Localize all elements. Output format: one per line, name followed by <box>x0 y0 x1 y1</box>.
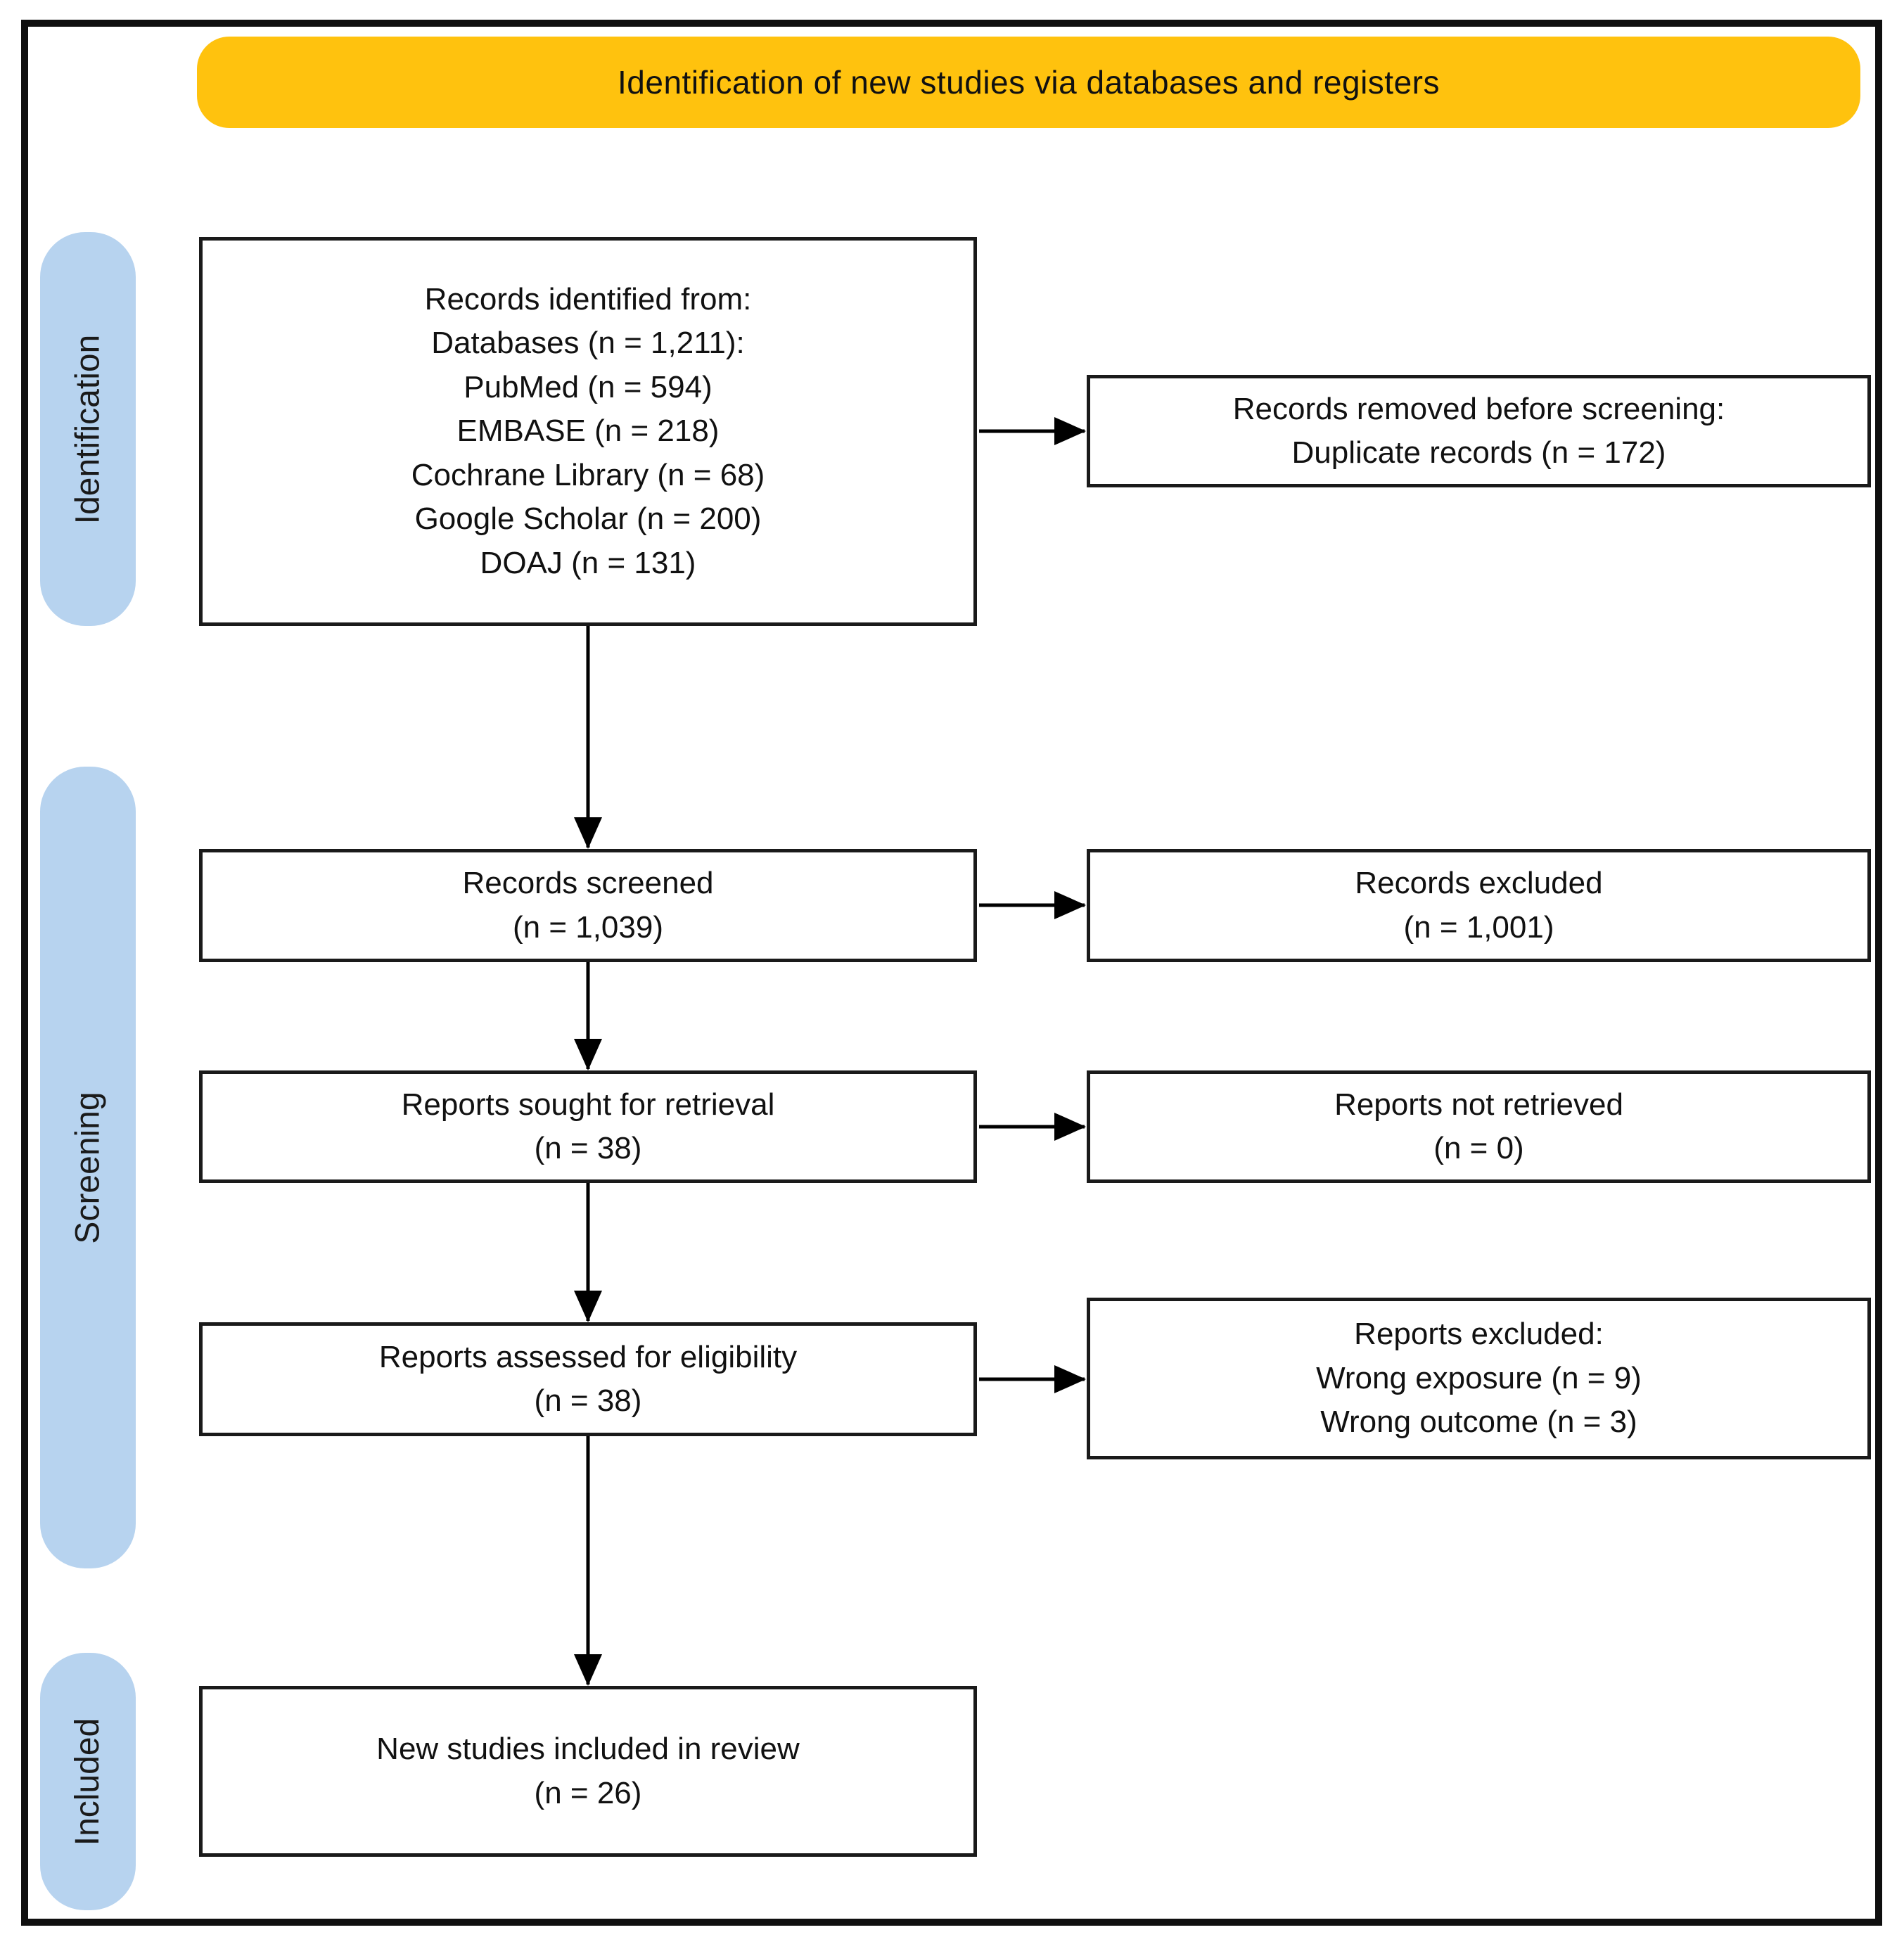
box-reports-sought: Reports sought for retrieval (n = 38) <box>199 1070 977 1183</box>
box-reports-excluded: Reports excluded: Wrong exposure (n = 9)… <box>1087 1298 1871 1459</box>
box-reports-assessed: Reports assessed for eligibility (n = 38… <box>199 1322 977 1436</box>
box-new-studies-included: New studies included in review (n = 26) <box>199 1686 977 1857</box>
stage-label-screening-text: Screening <box>69 1091 107 1244</box>
box-reports-not-retrieved: Reports not retrieved (n = 0) <box>1087 1070 1871 1183</box>
diagram-title: Identification of new studies via databa… <box>618 64 1440 101</box>
box-records-excluded: Records excluded (n = 1,001) <box>1087 849 1871 962</box>
stage-label-included-text: Included <box>69 1718 107 1846</box>
stage-label-identification-text: Identification <box>69 334 107 524</box>
stage-label-included: Included <box>40 1653 136 1910</box>
diagram-title-banner: Identification of new studies via databa… <box>197 37 1860 128</box>
stage-label-screening: Screening <box>40 767 136 1568</box>
box-records-screened: Records screened (n = 1,039) <box>199 849 977 962</box>
box-records-identified: Records identified from: Databases (n = … <box>199 237 977 626</box>
box-records-removed: Records removed before screening: Duplic… <box>1087 375 1871 487</box>
stage-label-identification: Identification <box>40 232 136 626</box>
